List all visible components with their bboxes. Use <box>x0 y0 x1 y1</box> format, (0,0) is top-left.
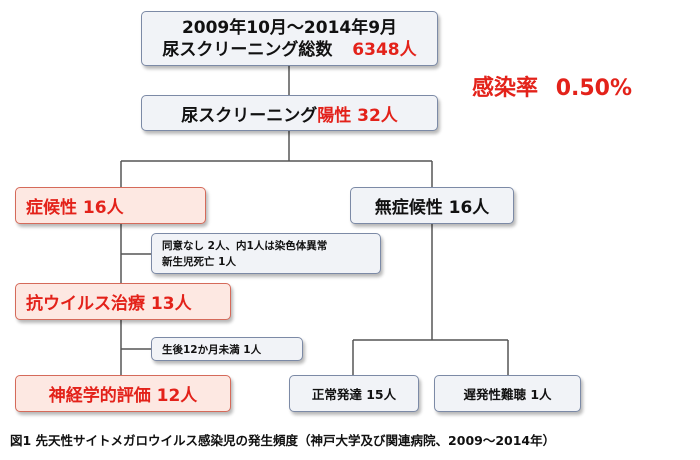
under-12-months-label: 生後12か月未満 1人 <box>162 343 262 356</box>
late-onset-hearing-loss-box: 遅発性難聴 1人 <box>434 375 581 412</box>
infection-rate-value: 0.50% <box>555 76 633 101</box>
symptomatic-box: 症候性 16人 <box>15 187 206 224</box>
normal-development-box: 正常発達 15人 <box>289 375 419 412</box>
total-count-value: 6348人 <box>352 39 417 60</box>
antiviral-treatment-box: 抗ウイルス治療 13人 <box>15 283 231 320</box>
total-screening-box: 2009年10月～2014年9月 尿スクリーニング総数 6348人 <box>141 11 438 66</box>
neurological-evaluation-box: 神経学的評価 12人 <box>15 375 231 412</box>
infection-rate-label: 感染率 <box>472 76 539 101</box>
no-consent-line2: 新生児死亡 1人 <box>162 255 236 268</box>
total-count-label: 尿スクリーニング総数 <box>162 39 333 60</box>
positive-label: 尿スクリーニング <box>181 105 318 126</box>
figure-caption: 図1 先天性サイトメガロウイルス感染児の発生頻度（神戸大学及び関連病院、2009… <box>10 433 556 448</box>
positive-box-line: 尿スクリーニング陽性 32人 <box>181 101 398 126</box>
period-text: 2009年10月～2014年9月 <box>181 17 398 38</box>
normal-development-label: 正常発達 15人 <box>311 387 397 402</box>
neuro-label: 神経学的評価 12人 <box>48 386 198 406</box>
infection-rate: 感染率 0.50% <box>472 70 632 102</box>
no-consent-note: 同意なし 2人、内1人は染色体異常 新生児死亡 1人 <box>151 233 381 274</box>
total-count-line: 尿スクリーニング総数 6348人 <box>162 39 416 61</box>
positive-count: 陽性 32人 <box>317 105 398 126</box>
no-consent-line1: 同意なし 2人、内1人は染色体異常 <box>162 239 328 252</box>
asymptomatic-box: 無症候性 16人 <box>350 187 514 224</box>
symptomatic-label: 症候性 16人 <box>26 198 124 218</box>
antiviral-label: 抗ウイルス治療 13人 <box>26 294 192 314</box>
under-12-months-note: 生後12か月未満 1人 <box>151 337 303 361</box>
positive-box: 尿スクリーニング陽性 32人 <box>141 95 438 131</box>
asymptomatic-label: 無症候性 16人 <box>374 198 490 218</box>
late-hearing-label: 遅発性難聴 1人 <box>463 387 552 402</box>
